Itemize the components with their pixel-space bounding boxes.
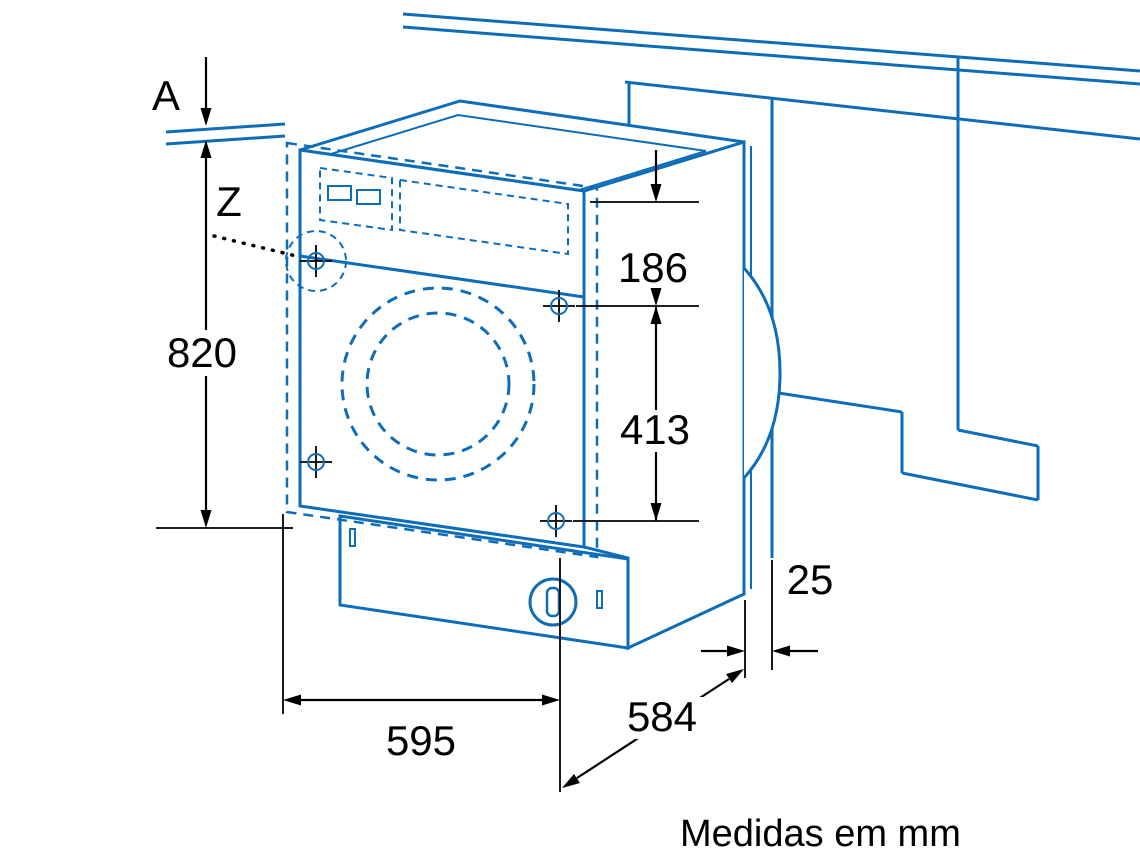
mounting-hole-bottom-left: [300, 446, 332, 478]
arrowhead-up-right-icon: [726, 669, 744, 683]
side-panel-lower-edge: [957, 428, 1039, 448]
arrowhead-right-icon: [727, 645, 745, 657]
detail-leader-dotted: [212, 234, 298, 258]
arrowhead-up-icon: [650, 306, 662, 324]
dim-a-label: A: [152, 72, 180, 119]
machine-front-face: [298, 148, 586, 549]
front-details: [285, 166, 585, 537]
dimension-niche-gap: A: [152, 57, 212, 126]
worktop-edge-bottom: [402, 25, 1140, 86]
hinge-detail-circle: [285, 230, 347, 292]
dim-rear-gap-label: 25: [787, 556, 834, 603]
arrowhead-down-icon: [200, 510, 212, 528]
worktop-edge-top: [402, 12, 1140, 73]
dimension-hole-spacing: 413: [573, 306, 699, 522]
dim-top-offset-label: 186: [618, 244, 688, 291]
plinth-details: [349, 528, 603, 627]
dimension-rear-gap: 25: [701, 556, 833, 670]
dim-z-label: Z: [216, 178, 242, 225]
niche-top-line-upper: [165, 122, 286, 134]
dim-height-label: 820: [167, 329, 237, 376]
arrowhead-up-icon: [200, 140, 212, 158]
dimension-top-offset: 186: [576, 150, 699, 307]
mounting-hole-top-right: [543, 290, 575, 322]
dim-hole-spacing-label: 413: [620, 406, 690, 453]
mounting-hole-bottom-right: [540, 505, 572, 537]
side-panel-notch-top: [771, 390, 903, 414]
arrowhead-left-icon: [283, 694, 301, 706]
arrowhead-down-icon: [650, 288, 662, 306]
arrowhead-down-icon: [650, 503, 662, 521]
control-panel-bottom-line: [299, 254, 585, 299]
mounting-hole-top-left: [300, 245, 332, 277]
niche-top-line-lower: [165, 134, 286, 146]
dim-width-label: 595: [386, 717, 456, 764]
arrowhead-left-icon: [772, 645, 790, 657]
plinth-slot-right: [596, 590, 603, 609]
control-panel-outline: [399, 178, 569, 256]
door-outer-circle: [340, 286, 536, 482]
side-panel-notch-bottom: [901, 471, 1039, 502]
detergent-drawer-outline: [319, 166, 393, 232]
drawer-button-right: [356, 189, 381, 205]
dimension-height: 820: [156, 140, 293, 529]
dimensions: A Z 820 186: [152, 57, 833, 792]
dim-depth-label: 584: [627, 693, 697, 740]
arrowhead-down-left-icon: [562, 774, 580, 788]
dimension-depth: 584: [562, 600, 746, 788]
units-caption: Medidas em mm: [680, 813, 961, 855]
arrowhead-down-icon: [650, 184, 662, 202]
furniture-door-outline: [285, 141, 599, 559]
door-inner-circle: [365, 311, 511, 457]
dimension-width: 595: [282, 514, 561, 792]
arrowhead-right-icon: [542, 694, 560, 706]
plinth-slot-left: [349, 528, 356, 547]
machine-body: [298, 99, 782, 651]
drawer-button-left: [327, 185, 352, 201]
arrowhead-down-icon: [200, 108, 212, 126]
worktop-inner-edge: [624, 80, 1140, 141]
machine-hinge-bulge: [742, 266, 782, 480]
dimension-detail-z: Z: [212, 178, 298, 258]
service-knob-slot: [545, 586, 561, 618]
